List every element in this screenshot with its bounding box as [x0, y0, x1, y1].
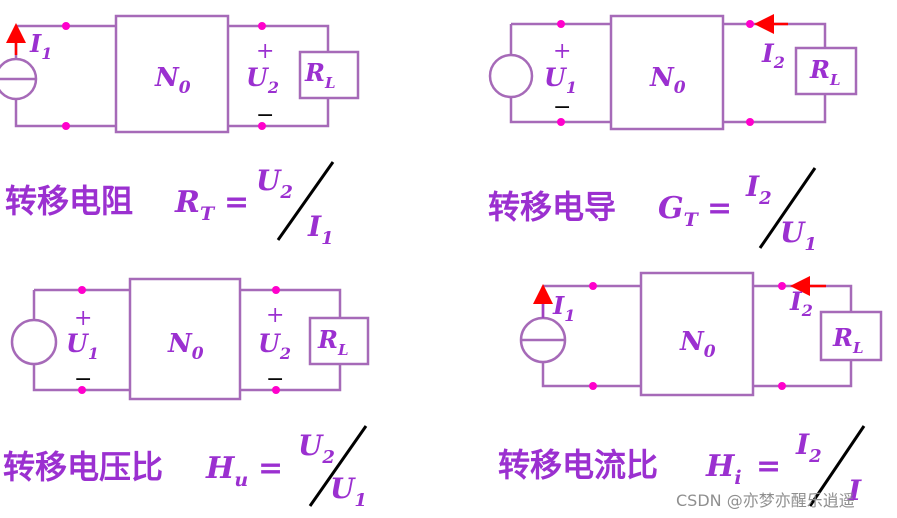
load-label-1: RL: [304, 58, 336, 92]
equals-4: =: [756, 449, 781, 484]
load-resistor-1: [298, 50, 360, 100]
minus-sign-3b: −: [266, 367, 284, 392]
output-voltage-label-3: U2: [258, 329, 291, 363]
node-3c: [78, 386, 86, 394]
load-resistor-2: [794, 46, 858, 96]
node-1a: [62, 22, 70, 30]
node-2d: [746, 118, 754, 126]
network-box-3: [128, 277, 242, 401]
network-label-2: N0: [649, 63, 686, 98]
node-3b: [272, 286, 280, 294]
panel-transfer-conductance: + U1 − N0 I2 RL 转移电导 GT = I2 U1: [488, 14, 858, 255]
panel-transfer-voltage-ratio: + U1 − N0 + U2 − RL 转移电压比 Hu = U2 U1: [3, 277, 370, 511]
denominator-3: U1: [330, 472, 367, 511]
denominator-1: I1: [307, 210, 334, 249]
fraction-slash-4: [808, 425, 866, 507]
load-label-2: RL: [809, 55, 841, 89]
equals-3: =: [258, 451, 283, 486]
nodes-1: [62, 22, 266, 130]
load-label-4: RL: [832, 323, 864, 357]
symbol-rt: RT: [174, 185, 216, 225]
numerator-2: I2: [745, 170, 772, 209]
node-1b: [258, 22, 266, 30]
circuit-1: [0, 14, 360, 134]
circuit-4: [519, 271, 883, 397]
minus-sign-3a: −: [74, 367, 92, 392]
node-2b: [746, 20, 754, 28]
transfer-conductance-name: 转移电导: [488, 188, 616, 226]
network-box-1: [114, 14, 230, 134]
fraction-slash-2: [758, 167, 817, 249]
plus-sign-3b: +: [266, 303, 284, 328]
plus-sign-2: +: [553, 39, 571, 64]
denominator-4: I: [847, 474, 862, 507]
denominator-2: U1: [780, 216, 817, 255]
load-label-3: RL: [317, 325, 349, 359]
circuit-2: [488, 14, 858, 131]
node-4b: [778, 282, 786, 290]
output-voltage-label-1: U2: [246, 63, 279, 97]
current-source-1: [0, 57, 38, 101]
symbol-hi: Hi: [705, 449, 742, 489]
node-3a: [78, 286, 86, 294]
voltage-source-3: [10, 318, 58, 366]
transfer-voltage-ratio-name: 转移电压比: [3, 448, 163, 486]
network-label-4: N0: [679, 327, 716, 362]
load-resistor-4: [819, 310, 883, 362]
network-label-3: N0: [167, 329, 204, 364]
node-1d: [258, 122, 266, 130]
csdn-watermark: CSDN @亦梦亦醒乐逍遥: [676, 491, 855, 510]
node-4a: [589, 282, 597, 290]
node-4d: [778, 382, 786, 390]
node-1c: [62, 122, 70, 130]
source-current-label-4: I1: [552, 291, 575, 325]
fraction-slash-1: [276, 161, 335, 241]
source-voltage-label-2: U1: [544, 63, 577, 97]
numerator-4: I2: [795, 428, 822, 467]
transfer-resistance-name: 转移电阻: [5, 182, 133, 220]
transfer-current-ratio-name: 转移电流比: [498, 446, 658, 484]
node-3d: [272, 386, 280, 394]
current-source-4: [519, 316, 567, 364]
voltage-source-2: [488, 53, 534, 99]
numerator-3: U2: [298, 429, 335, 468]
minus-sign-2: −: [553, 95, 571, 120]
network-box-4: [639, 271, 755, 397]
symbol-gt: GT: [658, 191, 700, 231]
nodes-2: [557, 20, 754, 126]
equals-2: =: [707, 191, 732, 226]
numerator-1: U2: [256, 164, 293, 203]
source-voltage-label-3: U1: [66, 329, 99, 363]
plus-sign-3a: +: [74, 306, 92, 331]
source-current-label-1: I1: [29, 29, 52, 63]
nodes-3: [78, 286, 280, 394]
network-label-1: N0: [154, 63, 191, 98]
fraction-slash-3: [308, 425, 368, 507]
network-box-2: [609, 14, 725, 131]
panel-transfer-resistance: I1 N0 + U2 − RL 转移电阻 RT = U2 I1: [0, 14, 360, 249]
nodes-4: [589, 282, 786, 390]
panel-transfer-current-ratio: I1 N0 I2 RL 转移电流比 Hi = I2 I: [498, 271, 883, 507]
minus-sign-1: −: [256, 103, 274, 128]
node-2c: [557, 118, 565, 126]
output-current-label-4: I2: [789, 287, 813, 320]
symbol-hu: Hu: [205, 451, 248, 491]
load-resistor-3: [308, 316, 370, 366]
output-current-label-2: I2: [761, 39, 785, 72]
node-2a: [557, 20, 565, 28]
equals-1: =: [224, 185, 249, 220]
node-4c: [589, 382, 597, 390]
plus-sign-1: +: [256, 39, 274, 64]
